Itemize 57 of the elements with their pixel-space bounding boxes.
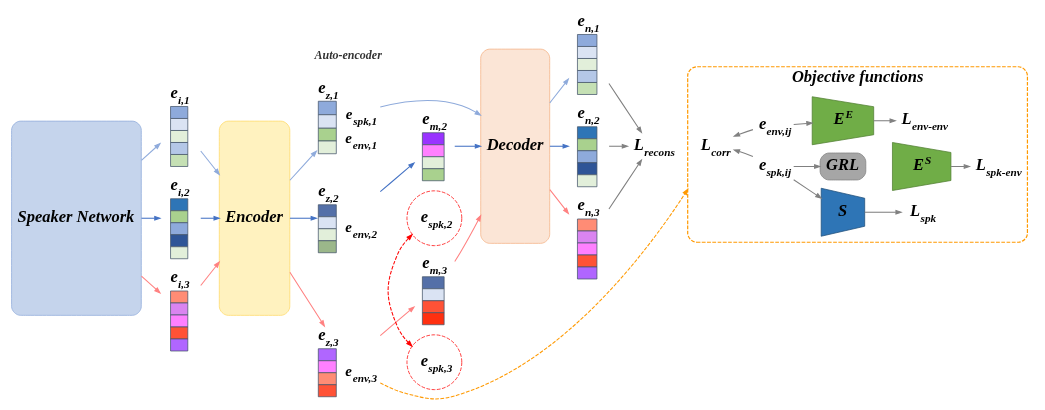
node-text: L$_{spk-env}$: [975, 154, 1022, 178]
node-box: GRL: [819, 152, 867, 180]
node-box: E$^{E}$: [811, 95, 875, 145]
arrow: [454, 213, 482, 262]
arrow: [379, 99, 482, 116]
node-label: e$_{i,1}$: [170, 82, 190, 106]
arrow: [864, 209, 903, 215]
arrow: [549, 77, 570, 103]
node-label: e$_{n,3}$: [577, 194, 600, 218]
arrow: [950, 163, 972, 169]
arrow: [289, 271, 326, 327]
node-label: e$_{z,3}$: [318, 324, 339, 348]
arrow: [793, 120, 814, 126]
arrow: [200, 149, 221, 176]
node-text: e$_{env,ij}$: [758, 113, 792, 137]
arrow: [793, 163, 822, 169]
node-label: e$_{n,1}$: [577, 10, 600, 34]
arrow: [608, 158, 643, 210]
arrow: [387, 233, 414, 347]
node-label: e$_{m,3}$: [422, 252, 448, 276]
node-label: e$_{spk,1}$: [345, 105, 378, 126]
node-text: L$_{spk}$: [910, 200, 937, 224]
node-label: e$_{env,3}$: [345, 362, 378, 384]
arrow: [454, 143, 483, 149]
arrow: [732, 148, 754, 157]
node-label: e$_{env,2}$: [345, 218, 378, 240]
arrow: [608, 143, 630, 149]
label: Auto-encoder: [314, 47, 382, 62]
arrow: [289, 149, 318, 181]
node-label: e$_{z,1}$: [318, 77, 339, 101]
node-text: e$_{spk,ij}$: [758, 154, 792, 178]
arrow: [140, 142, 162, 161]
node-box: Encoder: [218, 120, 291, 316]
arrow: [140, 215, 162, 221]
arrow: [379, 305, 416, 336]
arrow: [200, 260, 221, 286]
node-label: e$_{env,1}$: [345, 128, 378, 150]
arrow: [379, 187, 689, 399]
node-text: L$_{corr}$: [700, 134, 731, 158]
node-text: L$_{env-env}$: [901, 108, 949, 132]
node-box: S: [820, 187, 866, 237]
node-box: E$^{S}$: [892, 141, 952, 191]
arrow: [608, 82, 643, 134]
node-label: e$_{i,2}$: [170, 174, 190, 198]
node-label: e$_{n,2}$: [577, 102, 600, 126]
node-box: Decoder: [480, 48, 551, 244]
arrow: [140, 275, 162, 294]
arrow: [793, 178, 823, 199]
node-text: L$_{recons}$: [633, 134, 675, 158]
arrow: [379, 161, 416, 192]
node-box: Speaker Network: [11, 120, 142, 316]
node-label: e$_{z,2}$: [318, 180, 339, 204]
arrow: [732, 128, 754, 137]
node-label: e$_{i,3}$: [170, 266, 190, 290]
node-label: e$_{m,2}$: [422, 108, 448, 132]
arrow: [289, 215, 318, 221]
arrow: [549, 188, 570, 215]
